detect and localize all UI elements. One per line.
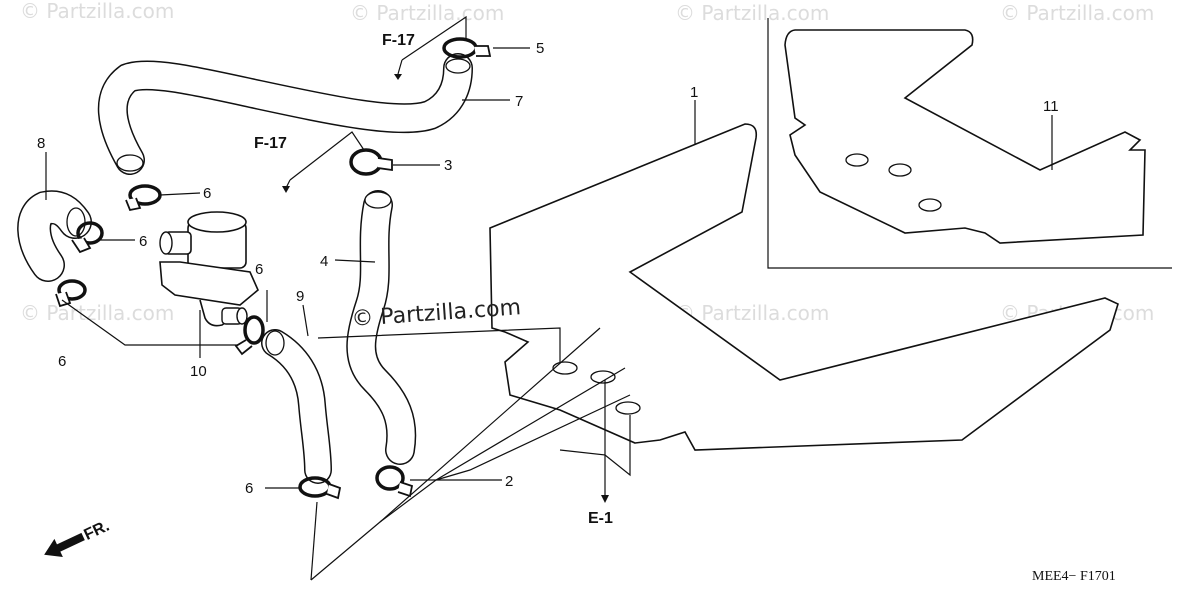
hose-end [445,58,471,74]
part-1-hole [590,370,616,384]
watermark: © Partzilla.com [20,0,174,23]
watermark: © Partzilla.com [350,1,504,25]
callout-2: 2 [505,473,513,490]
part-11-hole [845,153,869,167]
watermark: © Partzilla.com [1000,1,1154,25]
reference-line [289,131,365,181]
assembly-line [317,327,561,362]
hose-end [66,207,86,237]
front-direction-arrow: FR. [44,518,113,558]
reference-arrowhead [394,74,402,80]
diagram-code: MEE4− F1701 [1032,569,1116,584]
reference-line [401,15,467,61]
callout-6: 6 [203,185,211,202]
callout-4: 4 [320,253,328,270]
hose-end [265,330,285,356]
assembly-line [604,415,631,477]
part-1-hole [552,361,578,375]
part-5-clamp [442,37,492,59]
hose-end [364,191,392,209]
part-10-valve [159,211,259,327]
part-3-clamp [349,148,393,176]
part-6-clamp [234,315,265,356]
inset-frame [767,18,1172,269]
hose-end [116,154,144,172]
part-11-hole [918,198,942,212]
assembly-line [310,501,318,581]
callout-5: 5 [536,40,544,57]
front-direction-label: FR. [82,518,113,544]
part-6-clamp [71,221,104,254]
callout-3: 3 [444,157,452,174]
callout-6: 6 [139,233,147,250]
watermark: © Partzilla.com [675,301,829,325]
part-7-hose-fill [99,54,472,174]
part-6-clamp [298,476,342,500]
callout-6: 6 [58,353,66,370]
part-11-heat-guard [784,29,1146,244]
reference-arrow [397,59,403,75]
reference-f17-top: F-17 [382,32,415,49]
callout-8: 8 [37,135,45,152]
part-6-clamp [125,184,162,212]
reference-f17-mid: F-17 [254,135,287,152]
leader-line [61,299,238,346]
callout-11: 11 [1043,98,1059,115]
reference-e1: E-1 [588,510,613,527]
leader-line [159,192,201,196]
part-9-hose-fill [262,330,331,483]
part-11-hole [888,163,912,177]
callout-9: 9 [296,288,304,305]
reference-arrowhead [601,495,609,503]
callout-6: 6 [245,480,253,497]
watermark: © Partzilla.com [20,301,174,325]
leader-line [334,259,376,263]
callout-6: 6 [255,261,263,278]
part-1-hole [615,401,641,415]
part-8-hose-fill [18,191,91,281]
part-4-hose-fill [347,191,415,464]
watermark: © Partzilla.com [675,1,829,25]
callout-7: 7 [515,93,523,110]
arrow-left-icon [44,532,85,558]
assembly-line [435,394,631,481]
callout-10: 10 [190,363,207,380]
reference-arrowhead [282,186,290,193]
part-2-clamp [375,465,414,498]
leader-line [302,304,309,337]
part-1-guard-plate [489,123,1119,451]
callout-1: 1 [690,84,698,101]
